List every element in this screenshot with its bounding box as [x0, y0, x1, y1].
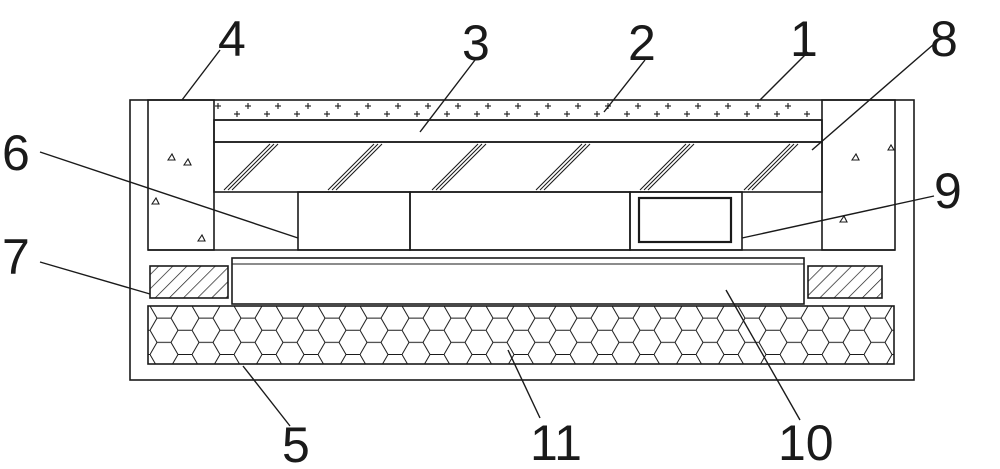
- right-side-wall: [821, 99, 896, 251]
- glass-diagonal-marks: [223, 143, 799, 191]
- glass-stroke: [639, 143, 687, 191]
- central-board: [231, 257, 805, 305]
- glass-stroke: [643, 143, 691, 191]
- layer-8-glass: [213, 141, 823, 193]
- left-hatched-block: [149, 265, 229, 299]
- glass-stroke: [539, 143, 587, 191]
- glass-stroke: [743, 143, 791, 191]
- honeycomb-layer: [147, 305, 895, 365]
- top-layer-plus-marks: [215, 103, 810, 117]
- glass-stroke: [647, 143, 695, 191]
- label-3: 3: [462, 15, 490, 71]
- glass-stroke: [747, 143, 795, 191]
- left-side-wall: [147, 99, 215, 251]
- glass-stroke: [331, 143, 379, 191]
- label-9: 9: [934, 163, 962, 219]
- label-5: 5: [282, 417, 310, 469]
- glass-stroke: [751, 143, 799, 191]
- label-2: 2: [628, 15, 656, 71]
- glass-stroke: [335, 143, 383, 191]
- label-7: 7: [2, 229, 30, 285]
- label-10: 10: [778, 415, 834, 469]
- glass-stroke: [439, 143, 487, 191]
- glass-stroke: [227, 143, 275, 191]
- component-9-inner: [637, 196, 733, 244]
- label-4: 4: [218, 11, 246, 67]
- leader-lines: [39, 43, 935, 427]
- glass-stroke: [435, 143, 483, 191]
- label-6: 6: [2, 125, 30, 181]
- glass-stroke: [231, 143, 279, 191]
- layer-3-plate: [213, 119, 823, 143]
- glass-stroke: [543, 143, 591, 191]
- glass-stroke: [327, 143, 375, 191]
- left-spacer-block: [297, 191, 411, 251]
- center-spacer-block: [409, 191, 631, 251]
- glass-stroke: [431, 143, 479, 191]
- label-11: 11: [530, 415, 582, 469]
- glass-stroke: [223, 143, 271, 191]
- wall-speckle-marks: [150, 143, 895, 242]
- label-8: 8: [930, 11, 958, 67]
- glass-stroke: [535, 143, 583, 191]
- label-1: 1: [790, 11, 818, 67]
- right-hatched-block: [807, 265, 883, 299]
